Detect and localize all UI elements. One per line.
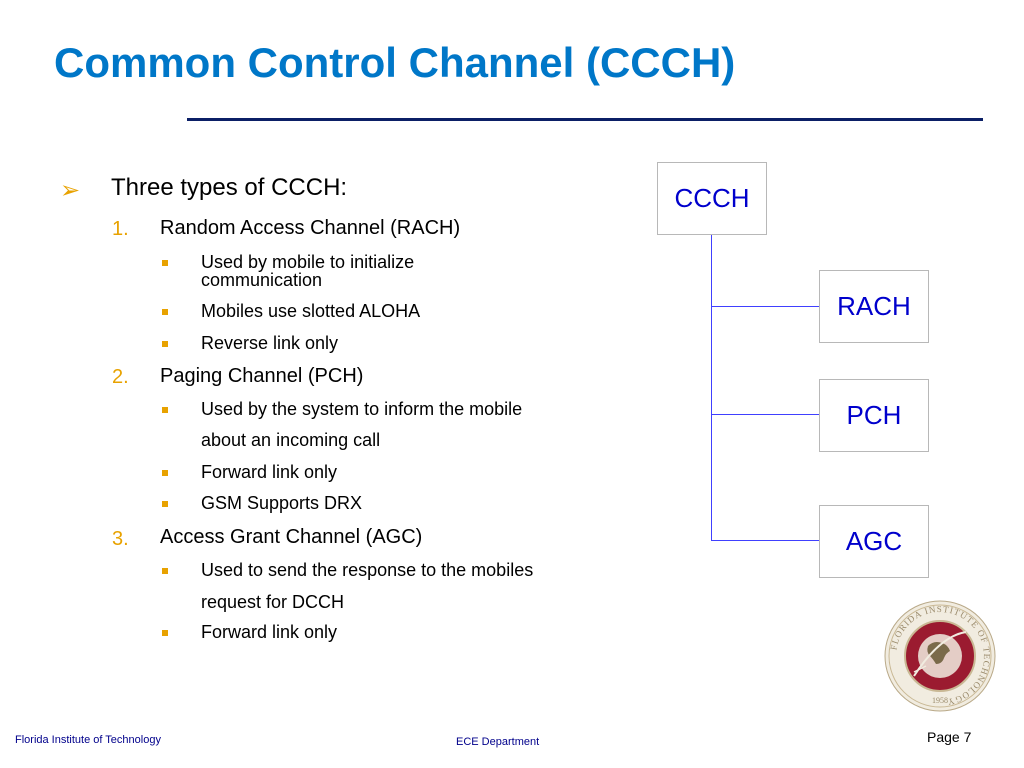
slide-content: ➢ Three types of CCCH: 1. Random Access … [60, 174, 534, 642]
bullet-text: Used by mobile to initialize [201, 252, 415, 272]
page-number: Page 7 [927, 729, 972, 745]
square-bullet-icon [162, 568, 168, 574]
seal-year: 1958 [932, 696, 948, 705]
item-number: 1. [112, 218, 129, 240]
connector-branch [711, 306, 819, 307]
item-number: 2. [112, 366, 129, 388]
diagram-child-node: PCH [819, 379, 929, 452]
square-bullet-icon [162, 407, 168, 413]
diagram-child-node: AGC [819, 505, 929, 578]
diagram-child-node: RACH [819, 270, 929, 343]
university-seal-logo: FLORIDA INSTITUTE OF TECHNOLOGY 1958 [884, 600, 996, 712]
square-bullet-icon [162, 341, 168, 347]
item-label: Paging Channel (PCH) [160, 365, 364, 387]
connector-branch [711, 414, 819, 415]
square-bullet-icon [162, 470, 168, 476]
bullet-text: communication [201, 270, 323, 290]
bullet-text: Mobiles use slotted ALOHA [201, 301, 421, 321]
square-bullet-icon [162, 501, 168, 507]
bullet-text: Forward link only [201, 462, 338, 482]
title-underline [187, 118, 983, 121]
square-bullet-icon [162, 260, 168, 266]
intro-text: Three types of CCCH: [111, 174, 348, 201]
bullet-text: Used by the system to inform the mobile [201, 399, 523, 419]
connector-trunk [711, 234, 712, 540]
slide-title: Common Control Channel (CCCH) [54, 39, 736, 86]
item-label: Random Access Channel (RACH) [160, 217, 461, 239]
footer-department: ECE Department [456, 736, 540, 748]
bullet-text: about an incoming call [201, 430, 381, 450]
ccch-hierarchy-diagram: CCCH RACH PCH AGC [655, 160, 935, 580]
bullet-text: GSM Supports DRX [201, 493, 363, 513]
item-number: 3. [112, 528, 129, 550]
bullet-text: request for DCCH [201, 592, 345, 612]
bullet-text: Used to send the response to the mobiles [201, 560, 534, 580]
square-bullet-icon [162, 630, 168, 636]
connector-branch [711, 540, 819, 541]
footer-institution: Florida Institute of Technology [15, 734, 161, 746]
bullet-text: Reverse link only [201, 333, 339, 353]
bullet-text: Forward link only [201, 622, 338, 642]
arrow-bullet-icon: ➢ [60, 177, 81, 204]
diagram-root-node: CCCH [657, 162, 767, 235]
item-label: Access Grant Channel (AGC) [160, 526, 423, 548]
square-bullet-icon [162, 309, 168, 315]
